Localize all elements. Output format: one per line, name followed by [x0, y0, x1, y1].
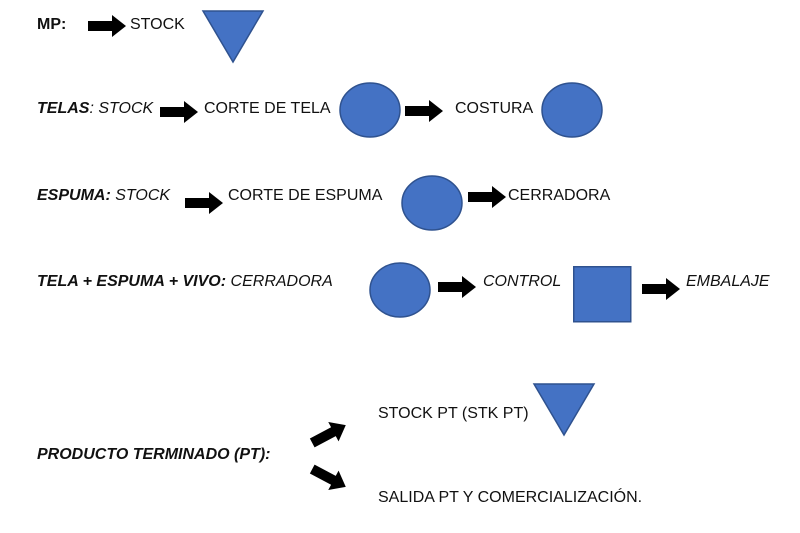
stock-pt-label: STOCK PT (STK PT) — [378, 405, 529, 422]
arrow-up-right-icon — [309, 421, 346, 448]
salida-pt-label: SALIDA PT Y COMERCIALIZACIÓN. — [378, 489, 643, 506]
espuma-stock-label: STOCK — [115, 187, 171, 204]
espuma-row-prefix: ESPUMA: STOCK — [37, 186, 170, 206]
arrow-icon — [438, 276, 476, 298]
control-label: CONTROL — [483, 273, 562, 290]
pt-label: PRODUCTO TERMINADO (PT): — [37, 446, 271, 463]
inspection-square-icon — [573, 266, 632, 323]
espuma-label: ESPUMA: — [37, 187, 111, 204]
arrow-icon — [160, 101, 198, 123]
telas-row-prefix: TELAS: STOCK — [37, 99, 153, 119]
arrow-down-right-icon — [309, 464, 346, 491]
arrow-icon — [185, 192, 223, 214]
costura-label: COSTURA — [455, 100, 534, 117]
operation-circle-icon — [401, 175, 463, 231]
arrow-icon — [88, 15, 126, 37]
arrow-icon — [642, 278, 680, 300]
mp-stock-label: STOCK — [130, 16, 185, 33]
embalaje-label: EMBALAJE — [686, 273, 770, 290]
arrow-icon — [468, 186, 506, 208]
corte-tela-label: CORTE DE TELA — [204, 100, 331, 117]
corte-espuma-label: CORTE DE ESPUMA — [228, 187, 383, 204]
telas-label: TELAS — [37, 100, 90, 117]
combo-label: TELA + ESPUMA + VIVO: — [37, 273, 227, 290]
telas-stock-label: : STOCK — [89, 100, 154, 117]
cerradora-label: CERRADORA — [508, 187, 611, 204]
operation-circle-icon — [541, 82, 603, 138]
storage-triangle-icon — [532, 383, 596, 437]
operation-circle-icon — [369, 262, 431, 318]
storage-triangle-icon — [201, 10, 265, 64]
combo-row-prefix: TELA + ESPUMA + VIVO: CERRADORA — [37, 272, 333, 292]
mp-label: MP: — [37, 16, 67, 33]
combo-cerradora-label: CERRADORA — [230, 273, 333, 290]
operation-circle-icon — [339, 82, 401, 138]
arrow-icon — [405, 100, 443, 122]
